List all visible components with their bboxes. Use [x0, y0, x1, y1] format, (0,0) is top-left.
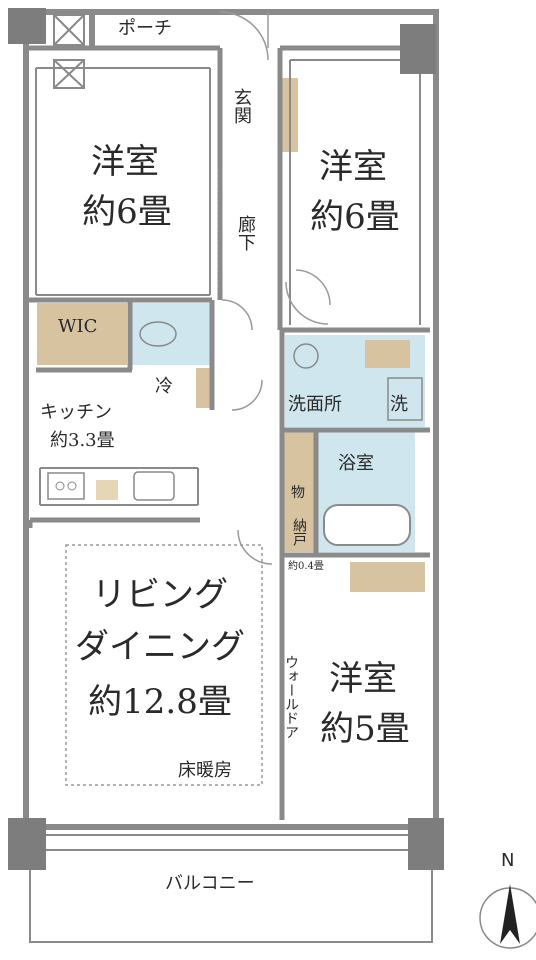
hallway-label: 廊下 — [235, 215, 256, 251]
wic-area — [37, 303, 127, 365]
toilet-area — [132, 303, 212, 365]
bedroom-ne-size: 約6畳 — [310, 197, 400, 237]
column-ne — [400, 24, 436, 74]
bedroom-nw-size: 約6畳 — [82, 192, 172, 232]
wall-door-label: ウォールドア — [283, 655, 299, 739]
living-line2: ダイニング — [75, 627, 245, 667]
column-nw — [8, 8, 46, 44]
closet-area-se — [350, 562, 425, 592]
porch-label: ポーチ — [118, 18, 172, 39]
bedroom-nw-name: 洋室 — [91, 142, 159, 182]
sink — [133, 471, 175, 501]
fridge-label: 冷 — [155, 376, 173, 397]
kitchen-size: 約3.3畳 — [50, 430, 115, 451]
washroom-label: 洗面所 — [288, 394, 342, 415]
storage-label: 物 — [291, 485, 305, 501]
north-label: N — [501, 850, 515, 871]
washer-label: 洗 — [390, 394, 408, 415]
column-sw — [8, 818, 46, 870]
kitchen-name: キッチン — [40, 402, 112, 423]
bathtub — [323, 504, 411, 546]
living-size: 約12.8畳 — [88, 682, 232, 722]
bedroom-se-name: 洋室 — [329, 659, 397, 699]
floor-heating-zone — [65, 544, 263, 786]
stove — [47, 472, 85, 500]
wic-label: WIC — [58, 316, 98, 337]
entrance-label: 玄関 — [231, 88, 252, 124]
bathroom-label: 浴室 — [338, 453, 374, 474]
balcony-label: バルコニー — [165, 873, 255, 894]
closet-area-ne — [365, 340, 410, 368]
closet-label: 納戸 — [291, 518, 307, 546]
floor-heating-label: 床暖房 — [178, 760, 232, 781]
toilet — [139, 321, 177, 347]
bedroom-ne-name: 洋室 — [319, 147, 387, 187]
north-arrow-icon — [479, 884, 536, 949]
work-area — [96, 480, 118, 500]
bedroom-se-size: 約5畳 — [320, 709, 410, 749]
washer-box — [387, 377, 423, 421]
closet-size-label: 約0.4畳 — [288, 561, 324, 572]
living-line1: リビング — [92, 575, 228, 615]
column-se — [408, 818, 444, 870]
storage-area — [284, 432, 316, 552]
fridge-closet — [196, 368, 210, 408]
storage-small — [288, 455, 310, 485]
